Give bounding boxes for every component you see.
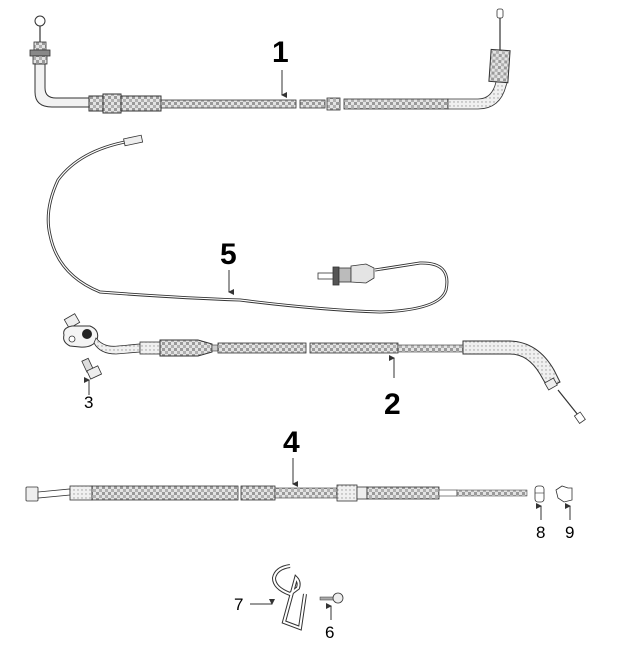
callout-4: 4 — [283, 426, 300, 487]
part-7-cable-clip[interactable] — [271, 564, 307, 631]
callout-1: 1 — [272, 36, 289, 98]
callout-7: 7 — [234, 595, 275, 614]
part-9-adjuster[interactable] — [555, 485, 573, 503]
svg-text:4: 4 — [283, 426, 300, 459]
callout-6: 6 — [325, 603, 334, 642]
svg-text:3: 3 — [84, 393, 93, 412]
callout-3: 3 — [84, 377, 93, 412]
part-1-throttle-cable[interactable] — [29, 8, 511, 114]
part-2-cable[interactable] — [63, 313, 586, 424]
part-4-rear-brake-cable[interactable] — [25, 484, 528, 502]
part-8-nut[interactable] — [534, 485, 545, 503]
svg-text:9: 9 — [565, 523, 574, 542]
callout-8: 8 — [536, 503, 545, 542]
svg-text:7: 7 — [234, 595, 243, 614]
callout-9: 9 — [565, 503, 574, 542]
part-5-cable[interactable] — [46, 134, 449, 314]
svg-text:5: 5 — [220, 238, 237, 271]
part-3-bolt[interactable] — [81, 357, 103, 380]
svg-text:8: 8 — [536, 523, 545, 542]
svg-text:2: 2 — [384, 388, 401, 421]
callout-2: 2 — [384, 355, 401, 421]
callout-5: 5 — [220, 238, 237, 295]
part-6-screw[interactable] — [319, 592, 344, 604]
svg-text:6: 6 — [325, 623, 334, 642]
svg-text:1: 1 — [272, 36, 289, 69]
